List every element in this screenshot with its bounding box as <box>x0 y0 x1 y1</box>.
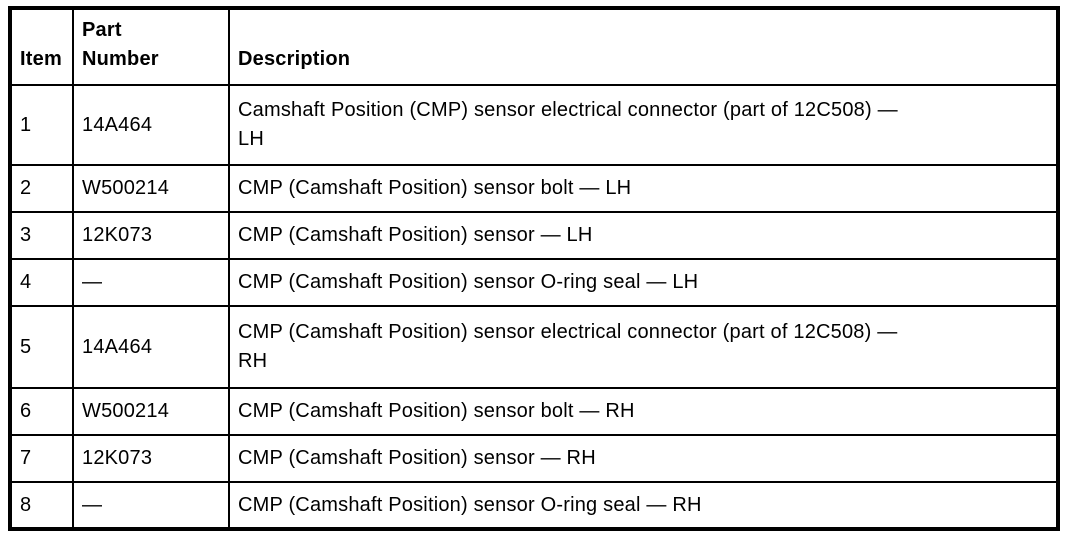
part-number-cell: 12K073 <box>72 211 230 260</box>
table-row: 2 W500214 CMP (Camshaft Position) sensor… <box>9 164 1059 213</box>
part-number-column-header: Part Number <box>72 7 230 86</box>
parts-table: Item Part Number Description 1 14A464 Ca… <box>8 6 1060 531</box>
description-cell: CMP (Camshaft Position) sensor O-ring se… <box>228 481 1059 530</box>
part-number-cell: 12K073 <box>72 434 230 483</box>
part-number-cell: W500214 <box>72 387 230 436</box>
table-row: 6 W500214 CMP (Camshaft Position) sensor… <box>9 387 1059 436</box>
table-row: 4 — CMP (Camshaft Position) sensor O-rin… <box>9 258 1059 307</box>
part-number-cell: — <box>72 258 230 307</box>
description-cell: CMP (Camshaft Position) sensor electrica… <box>228 305 1059 389</box>
description-cell: CMP (Camshaft Position) sensor — RH <box>228 434 1059 483</box>
part-number-cell: W500214 <box>72 164 230 213</box>
table-row: 1 14A464 Camshaft Position (CMP) sensor … <box>9 84 1059 166</box>
item-cell: 2 <box>9 164 74 213</box>
part-number-cell: 14A464 <box>72 84 230 166</box>
item-cell: 6 <box>9 387 74 436</box>
item-column-header: Item <box>9 7 74 86</box>
table-row: 8 — CMP (Camshaft Position) sensor O-rin… <box>9 481 1059 530</box>
part-number-cell: — <box>72 481 230 530</box>
description-cell: CMP (Camshaft Position) sensor bolt — LH <box>228 164 1059 213</box>
table-row: 7 12K073 CMP (Camshaft Position) sensor … <box>9 434 1059 483</box>
description-cell: CMP (Camshaft Position) sensor — LH <box>228 211 1059 260</box>
table-row: 3 12K073 CMP (Camshaft Position) sensor … <box>9 211 1059 260</box>
item-cell: 7 <box>9 434 74 483</box>
description-cell: CMP (Camshaft Position) sensor bolt — RH <box>228 387 1059 436</box>
description-cell: CMP (Camshaft Position) sensor O-ring se… <box>228 258 1059 307</box>
item-cell: 1 <box>9 84 74 166</box>
table-header-row: Item Part Number Description <box>9 7 1059 86</box>
item-cell: 5 <box>9 305 74 389</box>
description-cell: Camshaft Position (CMP) sensor electrica… <box>228 84 1059 166</box>
item-cell: 4 <box>9 258 74 307</box>
description-column-header: Description <box>228 7 1059 86</box>
table-row: 5 14A464 CMP (Camshaft Position) sensor … <box>9 305 1059 389</box>
part-number-cell: 14A464 <box>72 305 230 389</box>
item-cell: 3 <box>9 211 74 260</box>
item-cell: 8 <box>9 481 74 530</box>
